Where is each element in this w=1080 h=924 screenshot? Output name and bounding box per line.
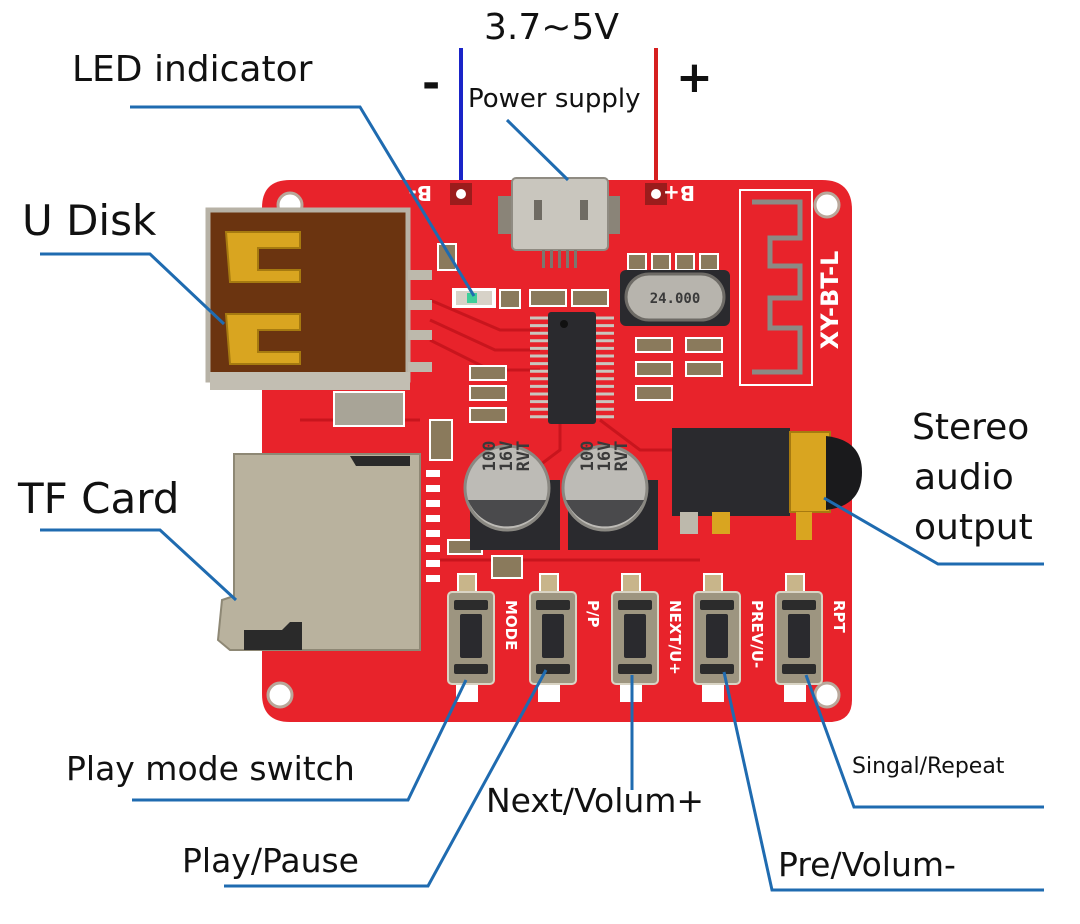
button-silkscreen-label: PREV/U- — [748, 600, 766, 668]
tf-card-label: TF Card — [18, 474, 180, 523]
led-leader-line — [130, 105, 476, 297]
button-silkscreen-label: NEXT/U+ — [666, 600, 684, 675]
crystal-marking: 24.000 — [650, 291, 701, 307]
play-pause-label: Play/Pause — [182, 841, 359, 880]
stereo-label-line2: audio — [914, 457, 1014, 498]
capacitor-marking: RVT — [514, 441, 534, 472]
power-leader-line — [505, 118, 570, 182]
tf-card-leader-line — [40, 528, 238, 602]
play-mode-leader-line — [132, 679, 468, 802]
tactile-button-next-u-[interactable]: NEXT/U+ — [611, 573, 684, 702]
tf-card-pins — [426, 470, 440, 582]
next-volume-label: Next/Volum+ — [486, 781, 705, 820]
single-repeat-label: Singal/Repeat — [852, 754, 1005, 779]
micro-usb-connector — [498, 177, 620, 268]
stereo-label-line1: Stereo — [912, 407, 1030, 448]
capacitor-marking: RVT — [612, 441, 632, 472]
decoder-ic — [530, 312, 614, 424]
tactile-button-rpt[interactable]: RPT — [775, 573, 848, 702]
power-supply-label: Power supply — [468, 84, 641, 114]
prev-volume-label: Pre/Volum- — [778, 845, 956, 884]
u-disk-label: U Disk — [22, 196, 157, 245]
audio-jack — [672, 428, 862, 540]
tf-card-slot — [216, 453, 421, 651]
usb-a-port — [205, 207, 432, 427]
play-mode-switch-label: Play mode switch — [66, 749, 355, 788]
model-silkscreen: XY-BT-L — [816, 251, 844, 350]
capacitor-marking: 16V — [497, 441, 517, 472]
prev-leader-line — [722, 671, 1044, 892]
led-indicator — [467, 293, 477, 303]
tactile-button-prev-u-[interactable]: PREV/U- — [693, 573, 766, 702]
u-disk-leader-line — [40, 252, 226, 326]
pcb-board: B- B+ — [205, 177, 862, 722]
tactile-button-mode[interactable]: MODE — [447, 573, 520, 702]
led-indicator-label: LED indicator — [72, 49, 313, 90]
repeat-leader-line — [804, 674, 1044, 809]
b-plus-silkscreen: B+ — [663, 181, 695, 205]
crystal-oscillator: 24.000 — [620, 270, 730, 326]
capacitor-marking: 100 — [480, 441, 500, 472]
capacitor-marking: 100 — [578, 441, 598, 472]
bluetooth-antenna — [739, 189, 813, 386]
stereo-label-line3: output — [914, 507, 1033, 548]
button-silkscreen-label: RPT — [830, 600, 848, 634]
capacitor-marking: 16V — [595, 441, 615, 472]
smd-components — [429, 243, 723, 579]
voltage-range-label: 3.7~5V — [484, 7, 619, 48]
play-pause-leader-line — [224, 669, 548, 888]
button-silkscreen-label: P/P — [584, 600, 602, 627]
leader-lines — [40, 105, 1044, 892]
stereo-leader-line — [823, 496, 1044, 566]
button-silkscreen-label: MODE — [502, 600, 520, 650]
negative-sign-label: - — [422, 58, 441, 109]
positive-sign-label: + — [676, 52, 713, 103]
tactile-button-p-p[interactable]: P/P — [529, 573, 602, 702]
